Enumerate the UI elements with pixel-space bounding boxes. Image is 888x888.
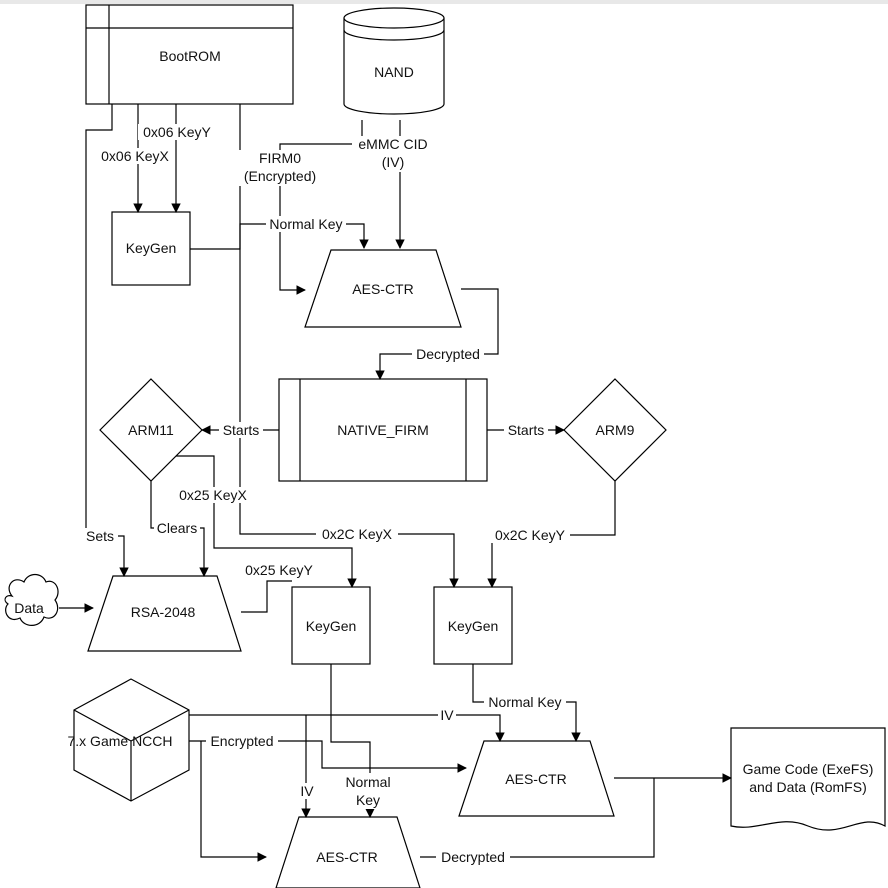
edge-iv-top [189, 714, 505, 742]
aes-ctr-right-label: AES-CTR [505, 771, 566, 787]
rsa-2048-node[interactable] [87, 575, 242, 652]
bootrom-label: BootROM [159, 48, 220, 64]
aes-ctr-bottom-node[interactable] [275, 816, 421, 888]
label-keyx-06: 0x06 KeyX [101, 148, 169, 164]
label-emmc-line2: (IV) [382, 154, 405, 170]
label-keyy-06: 0x06 KeyY [143, 124, 211, 140]
data-cloud-node[interactable] [4, 573, 59, 626]
aes-ctr-top-node[interactable] [304, 249, 462, 328]
label-normal-key-mid-line2: Key [356, 792, 380, 808]
label-starts-left: Starts [223, 422, 260, 438]
label-starts-right: Starts [508, 422, 545, 438]
label-decrypted-top: Decrypted [416, 346, 480, 362]
edge-keyy-25 [241, 580, 292, 613]
label-firm0-line2: (Encrypted) [244, 168, 316, 184]
keygen-mid-node[interactable] [291, 586, 371, 665]
output-label-line2: and Data (RomFS) [749, 779, 866, 795]
aes-ctr-top-label: AES-CTR [352, 281, 413, 297]
edge-decrypted-top [375, 288, 499, 380]
label-normal-key-top: Normal Key [269, 216, 342, 232]
edge-keyx-25 [176, 455, 357, 588]
label-encrypted: Encrypted [210, 733, 273, 749]
rsa-2048-label: RSA-2048 [131, 604, 196, 620]
aes-ctr-right-node[interactable] [458, 740, 615, 817]
native-firm-label: NATIVE_FIRM [337, 422, 429, 438]
keygen-mid-label: KeyGen [306, 618, 357, 634]
data-label: Data [14, 600, 44, 616]
label-normal-key-right: Normal Key [488, 694, 561, 710]
keygen-right-label: KeyGen [448, 618, 499, 634]
label-normal-key-mid-line1: Normal [345, 774, 390, 790]
edge-normal-key-top [190, 223, 369, 250]
label-keyy-25: 0x25 KeyY [245, 562, 313, 578]
label-firm0-line1: FIRM0 [259, 150, 301, 166]
aes-ctr-bottom-label: AES-CTR [316, 849, 377, 865]
game-ncch-node[interactable] [73, 678, 190, 802]
arm9-label: ARM9 [596, 422, 635, 438]
label-iv-left: IV [300, 783, 314, 799]
bootrom-node[interactable] [85, 4, 294, 105]
edge-sets [85, 104, 129, 577]
label-decrypted-bottom: Decrypted [441, 849, 505, 865]
game-ncch-label: 7.x Game NCCH [67, 733, 172, 749]
edge-ncch-to-bottom [200, 741, 267, 862]
label-sets: Sets [86, 528, 114, 544]
label-keyy-2c: 0x2C KeyY [495, 527, 566, 543]
nand-node[interactable] [343, 7, 445, 115]
label-keyx-25: 0x25 KeyX [179, 487, 247, 503]
label-emmc-line1: eMMC CID [358, 136, 427, 152]
label-clears: Clears [157, 520, 197, 536]
arm11-label: ARM11 [128, 422, 174, 438]
window-top-bar [0, 0, 888, 4]
label-keyx-2c: 0x2C KeyX [322, 526, 393, 542]
keygen-top-label: KeyGen [126, 240, 177, 256]
label-iv-top: IV [440, 707, 454, 723]
nand-label: NAND [374, 64, 414, 80]
keygen-right-node[interactable] [433, 586, 513, 665]
output-label-line1: Game Code (ExeFS) [743, 761, 874, 777]
output-document-node[interactable] [730, 727, 886, 831]
